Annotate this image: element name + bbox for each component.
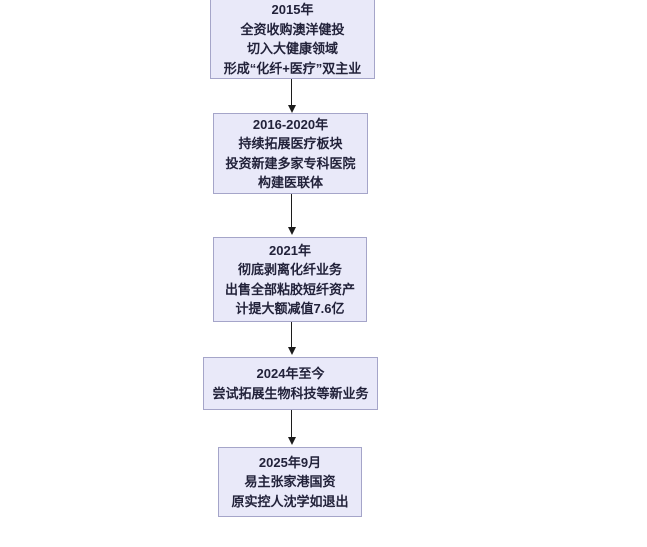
- arrow-line: [290, 194, 293, 227]
- box-line: 原实控人沈学如退出: [231, 493, 349, 509]
- timeline-box-2025-09: 2025年9月 易主张家港国资 原实控人沈学如退出: [218, 447, 362, 517]
- box-title: 2015年: [271, 2, 314, 17]
- timeline-box-2024: 2024年至今 尝试拓展生物科技等新业务: [203, 357, 378, 410]
- box-title: 2025年9月: [258, 454, 322, 470]
- box-line: 形成“化纤+医疗”双主业: [223, 60, 362, 76]
- timeline-box-2015: 2015年 全资收购澳洋健投 切入大健康领域 形成“化纤+医疗”双主业: [210, 0, 375, 79]
- arrow-line: [290, 79, 293, 105]
- box-line: 投资新建多家专科医院: [225, 155, 356, 171]
- box-title: 2016-2020年: [252, 116, 329, 132]
- timeline-box-2016-2020: 2016-2020年 持续拓展医疗板块 投资新建多家专科医院 构建医联体: [213, 113, 368, 194]
- flow-arrow: [287, 194, 296, 235]
- arrow-line: [290, 410, 293, 437]
- flow-arrow: [287, 410, 296, 445]
- box-line: 彻底剥离化纤业务: [237, 262, 342, 277]
- box-line: 尝试拓展生物科技等新业务: [212, 385, 369, 401]
- box-title: 2024年至今: [256, 366, 325, 381]
- arrow-down-icon: [287, 437, 296, 445]
- box-line: 构建医联体: [257, 175, 323, 190]
- arrow-line: [290, 322, 293, 347]
- timeline-box-2021: 2021年 彻底剥离化纤业务 出售全部粘胶短纤资产 计提大额减值7.6亿: [213, 237, 367, 322]
- flow-arrow: [287, 79, 296, 113]
- box-title: 2021年: [269, 242, 311, 258]
- box-line: 切入大健康领域: [246, 41, 338, 56]
- box-line: 出售全部粘胶短纤资产: [224, 281, 355, 297]
- flow-arrow: [287, 322, 296, 355]
- arrow-down-icon: [287, 105, 296, 113]
- arrow-down-icon: [287, 347, 296, 355]
- box-line: 计提大额减值7.6亿: [235, 301, 345, 316]
- arrow-down-icon: [287, 227, 296, 235]
- box-line: 易主张家港国资: [244, 474, 336, 490]
- box-line: 全资收购澳洋健投: [240, 21, 345, 37]
- box-line: 持续拓展医疗板块: [238, 136, 343, 151]
